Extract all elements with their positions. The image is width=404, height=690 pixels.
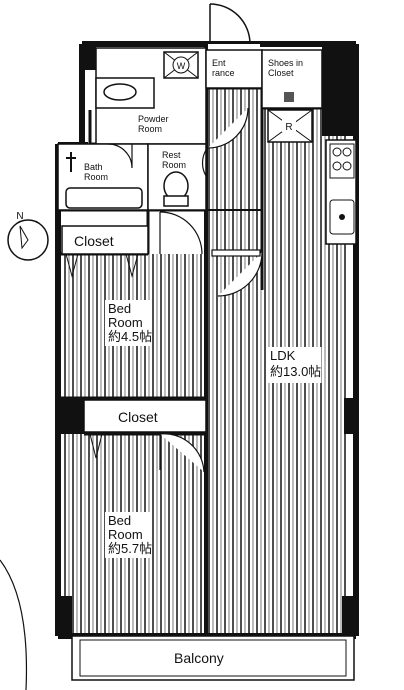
closet-upper [61, 225, 149, 278]
ldk-label-line: LDK [270, 348, 296, 363]
ldk-label-line: 約13.0帖 [270, 364, 321, 379]
fridge: R [267, 109, 313, 143]
balcony [71, 635, 355, 681]
bed_room_2-label-line: Room [108, 527, 143, 542]
closet_upper-label-line: Closet [74, 233, 114, 249]
balcony-label: Balcony [174, 650, 224, 666]
entrance-label-line: Ent [212, 58, 226, 68]
shoes-closet [261, 49, 323, 109]
bed_room_1-label-line: 約4.5帖 [108, 329, 152, 344]
closet_lower-label-line: Closet [118, 409, 158, 425]
entrance-label-line: rance [212, 68, 235, 78]
closet-upper-label: Closet [74, 233, 114, 249]
closet-lower [83, 399, 207, 473]
kitchen-counter [325, 139, 357, 245]
bed_room_2-label-line: Bed [108, 513, 131, 528]
washer-label: W [177, 61, 186, 71]
rest_room-label-line: Rest [162, 150, 181, 160]
rest-room [147, 143, 207, 211]
bedroom1-door [159, 211, 203, 255]
fridge-label: R [285, 122, 292, 133]
ldk-label-bg [267, 347, 322, 383]
entrance-door [208, 3, 260, 50]
compass: N [7, 211, 49, 261]
corridor-doors [207, 107, 263, 297]
exterior-curve [0, 559, 28, 690]
bed_room_2-label-bg [105, 512, 152, 558]
powder_room-label-line: Powder [138, 114, 169, 124]
bath_room-label-line: Bath [84, 162, 103, 172]
balcony-label-line: Balcony [174, 650, 224, 666]
closet-lower-label: Closet [118, 409, 158, 425]
bed_room_1-label-line: Bed [108, 301, 131, 316]
shoes_closet-label-line: Closet [268, 68, 294, 78]
bed_room_1-label-bg [105, 300, 152, 346]
bath-room [57, 143, 149, 211]
compass-north-label: N [16, 211, 23, 222]
shoes_closet-label-line: Shoes in [268, 58, 303, 68]
bath_room-label-line: Room [84, 172, 108, 182]
corridor-upper-floor [206, 90, 262, 250]
rest_room-label-line: Room [162, 160, 186, 170]
powder-room: W [95, 47, 207, 145]
bed_room_1-label-line: Room [108, 315, 143, 330]
bed_room_2-label-line: 約5.7帖 [108, 541, 152, 556]
powder_room-label-line: Room [138, 124, 162, 134]
